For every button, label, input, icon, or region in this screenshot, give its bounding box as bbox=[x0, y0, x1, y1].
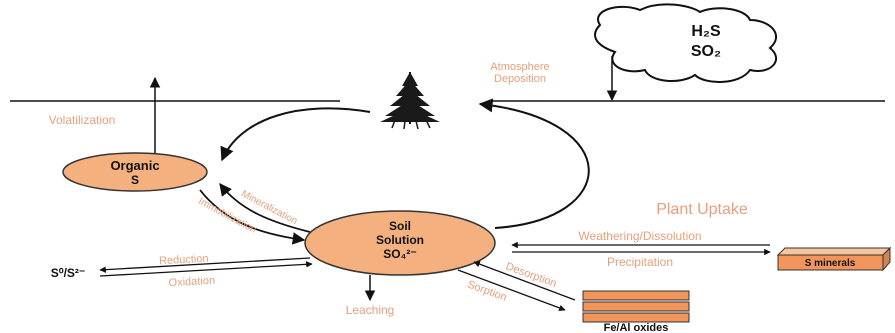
fe-al-oxides-stack bbox=[582, 290, 690, 323]
organic-pool-label: Organic bbox=[110, 158, 159, 173]
litterfall-arrow bbox=[220, 107, 371, 162]
plant-uptake-arrow bbox=[478, 98, 590, 229]
conifer-tree-icon bbox=[380, 72, 440, 130]
cloud-icon bbox=[594, 3, 778, 83]
so4-pool-label: SO₄²⁻ bbox=[383, 247, 416, 261]
oxidation-arrow bbox=[99, 261, 313, 277]
oxidation-label: Oxidation bbox=[168, 275, 215, 289]
immobilization-arrow bbox=[199, 189, 306, 245]
reduction-label: Reduction bbox=[159, 253, 209, 268]
solution-pool-label: Solution bbox=[376, 233, 424, 247]
soil-solution-pool bbox=[304, 210, 496, 276]
precipitation-label: Precipitation bbox=[607, 255, 673, 269]
leaching-label: Leaching bbox=[346, 303, 395, 317]
sorption-arrow bbox=[457, 269, 566, 311]
soil-pool-label: Soil bbox=[389, 219, 411, 233]
volatilization-label: Volatilization bbox=[49, 113, 116, 127]
desorption-arrow bbox=[473, 261, 576, 301]
reduction-arrow bbox=[99, 257, 311, 273]
atmosphere-label: Atmosphere bbox=[490, 61, 549, 73]
s-minerals-block bbox=[776, 246, 892, 272]
s-minerals-label: S minerals bbox=[805, 258, 856, 269]
cloud-so2-label: SO₂ bbox=[691, 43, 721, 60]
desorption-label: Desorption bbox=[504, 260, 558, 289]
weathering-label: Weathering/Dissolution bbox=[578, 229, 701, 243]
deposition-label: Deposition bbox=[494, 73, 546, 85]
fe-al-oxides-label: Fe/Al oxides bbox=[604, 322, 669, 333]
organic-s-pool bbox=[62, 152, 208, 192]
organic-pool-s-label: S bbox=[131, 173, 139, 187]
cloud-h2s-label: H₂S bbox=[691, 23, 721, 40]
s0-s2-label: S⁰/S²⁻ bbox=[51, 266, 85, 280]
sorption-label: Sorption bbox=[466, 279, 509, 304]
mineralization-arrow bbox=[219, 183, 311, 233]
plant-uptake-label: Plant Uptake bbox=[656, 201, 748, 218]
